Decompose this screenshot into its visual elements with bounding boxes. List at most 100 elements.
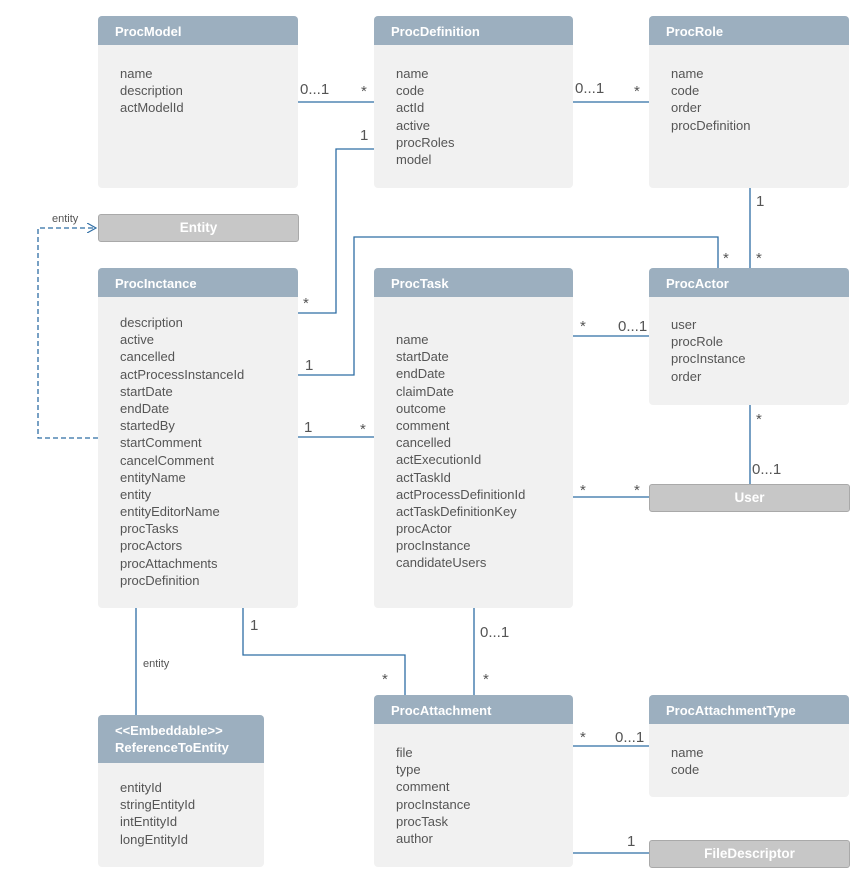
attribute: code (671, 83, 700, 99)
label-task-user-2: * (634, 482, 640, 499)
stereotype-label: <<Embeddable>> (115, 723, 223, 738)
attribute: procInstance (671, 351, 746, 367)
proc-attachment-type-title: ProcAttachmentType (649, 695, 849, 724)
attribute: entityName (120, 469, 186, 485)
label-def-role-1: 0...1 (575, 80, 604, 97)
attribute: active (120, 332, 154, 348)
attribute: comment (396, 779, 450, 795)
attribute: procAttachments (120, 555, 218, 571)
attribute: code (671, 762, 700, 778)
attribute: outcome (396, 400, 446, 416)
reference-to-entity-class[interactable]: <<Embeddable>> ReferenceToEntity entityI… (98, 715, 264, 867)
attribute: procInstance (396, 796, 471, 812)
proc-role-title: ProcRole (649, 16, 849, 45)
proc-definition-title: ProcDefinition (374, 16, 573, 45)
instance-attachment-line (242, 608, 406, 695)
proc-attachment-type-class[interactable]: ProcAttachmentType name code (649, 695, 849, 797)
attribute: entityId (120, 780, 162, 795)
class-name-label: ReferenceToEntity (115, 740, 229, 755)
proc-model-title: ProcModel (98, 16, 298, 45)
proc-actor-title: ProcActor (649, 268, 849, 297)
attribute: startComment (120, 435, 202, 451)
label-inst-att-2: * (382, 671, 388, 688)
proc-model-class[interactable]: ProcModel name description actModelId (98, 16, 298, 188)
label-actor-user-2: 0...1 (752, 461, 781, 478)
attribute: actProcessDefinitionId (396, 486, 526, 502)
attribute: procTasks (120, 521, 179, 537)
label-def-inst-2: * (303, 295, 309, 312)
proc-instance-class[interactable]: ProcInctance description active cancelle… (98, 268, 298, 608)
proc-attachment-class[interactable]: ProcAttachment file type comment procIns… (374, 695, 573, 867)
label-inst-actor-1: 1 (305, 357, 313, 374)
attribute: actModelId (120, 100, 184, 116)
user-class[interactable]: User (649, 484, 850, 512)
label-att-type-1: * (580, 729, 586, 746)
instance-actor-line (298, 236, 719, 376)
attribute: procRole (671, 334, 724, 350)
proc-task-attributes: name startDate endDate claimDate outcome… (374, 297, 573, 572)
attribute: name (671, 66, 704, 81)
attribute: endDate (120, 400, 170, 416)
label-task-att-1: 0...1 (480, 624, 509, 641)
label-role-actor-1: 1 (756, 193, 764, 210)
attribute: startDate (396, 349, 449, 365)
proc-task-class[interactable]: ProcTask name startDate endDate claimDat… (374, 268, 573, 608)
proc-instance-title: ProcInctance (98, 268, 298, 297)
attribute: cancelled (396, 435, 451, 451)
proc-role-class[interactable]: ProcRole name code order procDefinition (649, 16, 849, 188)
attribute: actProcessInstanceId (120, 366, 245, 382)
label-role-actor-2: * (756, 250, 762, 267)
label-actor-user-1: * (756, 411, 762, 428)
proc-attachment-title: ProcAttachment (374, 695, 573, 724)
attribute: code (396, 83, 425, 99)
attribute: description (120, 83, 183, 99)
attribute: author (396, 830, 433, 846)
label-task-att-2: * (483, 671, 489, 688)
attribute: order (671, 100, 702, 116)
attribute: name (396, 66, 429, 81)
proc-attachment-type-attributes: name code (649, 724, 849, 778)
file-descriptor-class[interactable]: FileDescriptor (649, 840, 850, 868)
label-def-inst-1: 1 (360, 127, 368, 144)
attribute: order (671, 368, 702, 384)
attribute: stringEntityId (120, 797, 196, 813)
attribute: longEntityId (120, 831, 188, 847)
label-inst-ref: entity (143, 658, 170, 670)
label-att-type-2: 0...1 (615, 729, 644, 746)
label-entity-link: entity (52, 213, 79, 225)
attribute: actExecutionId (396, 452, 482, 468)
label-inst-actor-2: * (723, 250, 729, 267)
proc-definition-class[interactable]: ProcDefinition name code actId active pr… (374, 16, 573, 188)
attribute: procActor (396, 521, 452, 537)
attribute: startedBy (120, 418, 175, 434)
attribute: cancelComment (120, 452, 214, 468)
label-inst-att-1: 1 (250, 617, 258, 634)
entity-class[interactable]: Entity (98, 214, 299, 242)
attribute: claimDate (396, 383, 454, 399)
label-model-def-2: * (361, 83, 367, 100)
definition-instance-line (298, 148, 374, 314)
proc-instance-attributes: description active cancelled actProcessI… (98, 297, 298, 589)
reference-to-entity-title: <<Embeddable>> ReferenceToEntity (98, 715, 264, 763)
label-task-actor-2: 0...1 (618, 318, 647, 335)
attribute: intEntityId (120, 814, 178, 830)
attribute: cancelled (120, 349, 175, 365)
attribute: candidateUsers (396, 555, 487, 571)
attribute: comment (396, 417, 450, 433)
attribute: actTaskId (396, 469, 451, 485)
attribute: file (396, 745, 413, 760)
proc-actor-class[interactable]: ProcActor user procRole procInstance ord… (649, 268, 849, 405)
attribute: model (396, 151, 432, 167)
label-task-actor-1: * (580, 318, 586, 335)
proc-actor-attributes: user procRole procInstance order (649, 297, 849, 385)
label-def-role-2: * (634, 83, 640, 100)
proc-definition-attributes: name code actId active procRoles model (374, 45, 573, 168)
attribute: endDate (396, 366, 446, 382)
attribute: actId (396, 100, 425, 116)
proc-attachment-attributes: file type comment procInstance procTask … (374, 724, 573, 847)
attribute: description (120, 315, 183, 330)
proc-model-attributes: name description actModelId (98, 45, 298, 117)
attribute: actTaskDefinitionKey (396, 503, 517, 519)
label-task-user-1: * (580, 482, 586, 499)
